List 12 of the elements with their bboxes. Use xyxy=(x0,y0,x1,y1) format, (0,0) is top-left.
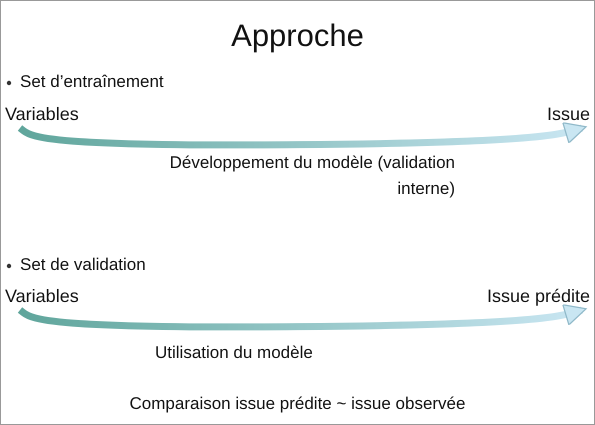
curved-arrow xyxy=(18,304,587,330)
title: Approche xyxy=(230,18,365,54)
note-text: Comparaison issue prédite ~ issue observée xyxy=(128,394,466,414)
edge-label: Développement du modèle (validation interne) xyxy=(168,152,455,200)
bullet-text: Set de validation xyxy=(20,255,146,275)
node-label: Variables xyxy=(5,104,95,125)
bullet-text: Set d’entraînement xyxy=(20,72,164,92)
curved-arrow xyxy=(18,122,587,148)
edge-label: Utilisation du modèle xyxy=(155,342,314,364)
node-label: Variables xyxy=(5,286,95,307)
node-label: Issue xyxy=(500,104,590,125)
node-label: Issue prédite xyxy=(410,286,590,307)
